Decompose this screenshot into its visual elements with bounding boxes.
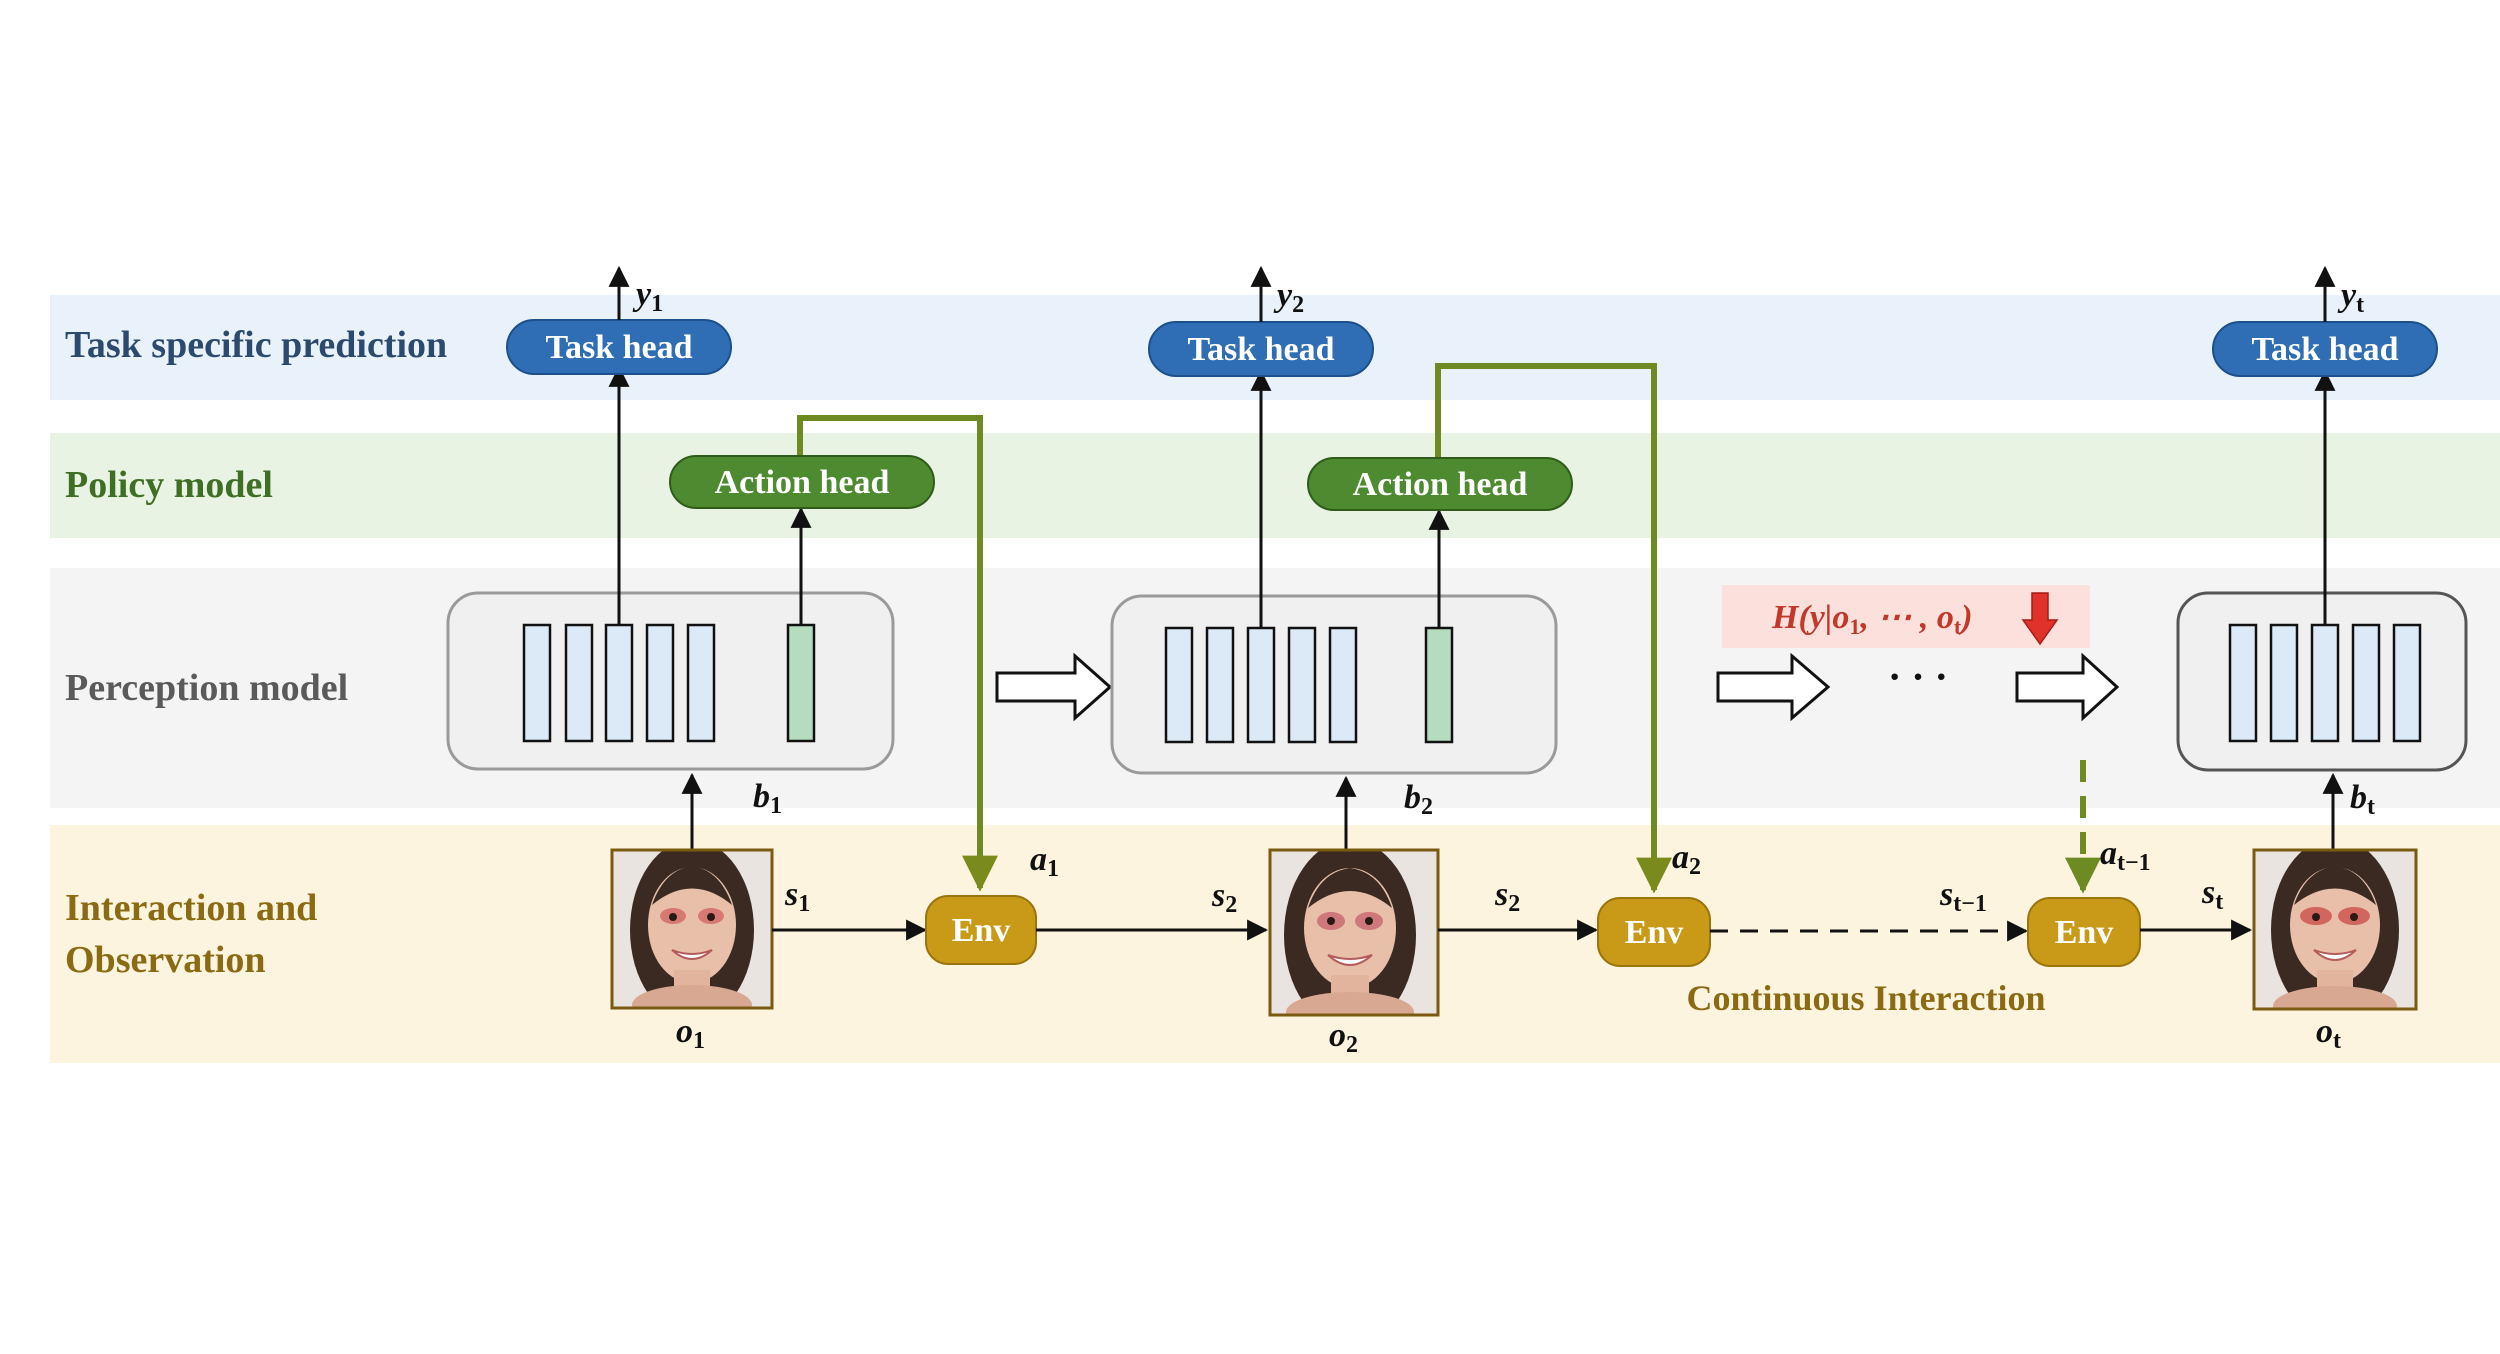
step-t: st−1 at−1 Env st Task head yt bt	[1939, 265, 2468, 1054]
action-token-2	[1424, 626, 1454, 744]
token	[604, 623, 634, 743]
step-2: Task head y2 Action head b2 o2 s2 s2 a2	[1110, 265, 1711, 1058]
policy-band	[50, 433, 2500, 538]
row-label-interaction-2: Observation	[65, 939, 266, 981]
task-head-t-label: Task head	[2251, 331, 2398, 368]
o-label-2: o2	[1329, 1017, 1358, 1058]
row-label-task: Task specific prediction	[65, 324, 447, 366]
face-frame-2	[1268, 848, 1440, 1017]
ellipsis: · · ·	[1888, 654, 1948, 699]
entropy-callout	[1722, 585, 2090, 648]
token	[2269, 623, 2299, 743]
face-image-t	[2254, 850, 2416, 1009]
y-label-2: y2	[1273, 277, 1304, 318]
a-label-1: a1	[1030, 841, 1059, 882]
token	[1246, 626, 1276, 744]
b-label-1: b1	[753, 778, 782, 819]
token	[1164, 626, 1194, 744]
action-token-1	[786, 623, 816, 743]
s-prev-label-t: st−1	[1939, 876, 1987, 917]
token	[686, 623, 716, 743]
action-head-2	[1307, 457, 1573, 511]
b-label-t: bt	[2350, 779, 2375, 820]
action-head-1-label: Action head	[715, 464, 890, 501]
row-label-perception: Perception model	[65, 667, 348, 709]
s-label-1: s1	[784, 876, 810, 917]
token	[1205, 626, 1235, 744]
transition-arrow-2	[1716, 652, 1831, 722]
action-head-2-label: Action head	[1353, 466, 1528, 503]
y-label-1: y1	[632, 276, 663, 317]
o-label-1: o1	[676, 1013, 705, 1054]
token	[1328, 626, 1358, 744]
token	[2228, 623, 2258, 743]
env-1-label: Env	[952, 912, 1011, 949]
token	[645, 623, 675, 743]
o-label-t: ot	[2316, 1013, 2341, 1054]
task-head-1-label: Task head	[545, 329, 692, 366]
a-prev-label-t: at−1	[2100, 835, 2151, 876]
step-1: Task head y1 Action head b1 o1 s1 a	[446, 265, 1269, 1054]
token	[564, 623, 594, 743]
token	[522, 623, 552, 743]
env-t	[2027, 897, 2141, 967]
transition-arrow-3	[2015, 652, 2120, 722]
row-label-policy: Policy model	[65, 464, 273, 506]
s-label-2: s2	[1494, 876, 1520, 917]
s-in-label-2: s2	[1211, 877, 1237, 918]
transition-arrow-1	[995, 652, 1113, 722]
env-2-label: Env	[1625, 914, 1684, 951]
s-label-t: st	[2201, 874, 2223, 915]
action-line-1	[797, 415, 998, 892]
token	[2351, 623, 2381, 743]
b-label-2: b2	[1404, 779, 1433, 820]
entropy-formula: H(y|o1, ⋯ , ot)	[1771, 599, 1973, 639]
env-t-label: Env	[2055, 914, 2114, 951]
action-head-1	[669, 455, 935, 509]
token	[2310, 623, 2340, 743]
row-label-interaction-1: Interaction and	[65, 887, 317, 929]
token-group-t	[2228, 623, 2422, 743]
action-line-2	[1435, 363, 1672, 894]
token	[2392, 623, 2422, 743]
task-head-2-label: Task head	[1187, 331, 1334, 368]
face-image-2	[1270, 850, 1438, 1015]
face-image-1	[612, 850, 772, 1008]
face-frame-t	[2252, 848, 2418, 1011]
y-label-t: yt	[2337, 277, 2364, 318]
a-label-2: a2	[1672, 839, 1701, 880]
token-group-1	[522, 623, 716, 743]
token	[1287, 626, 1317, 744]
decrease-arrow-icon	[2021, 592, 2059, 646]
continuous-interaction-label: Continuous Interaction	[1686, 978, 2045, 1018]
